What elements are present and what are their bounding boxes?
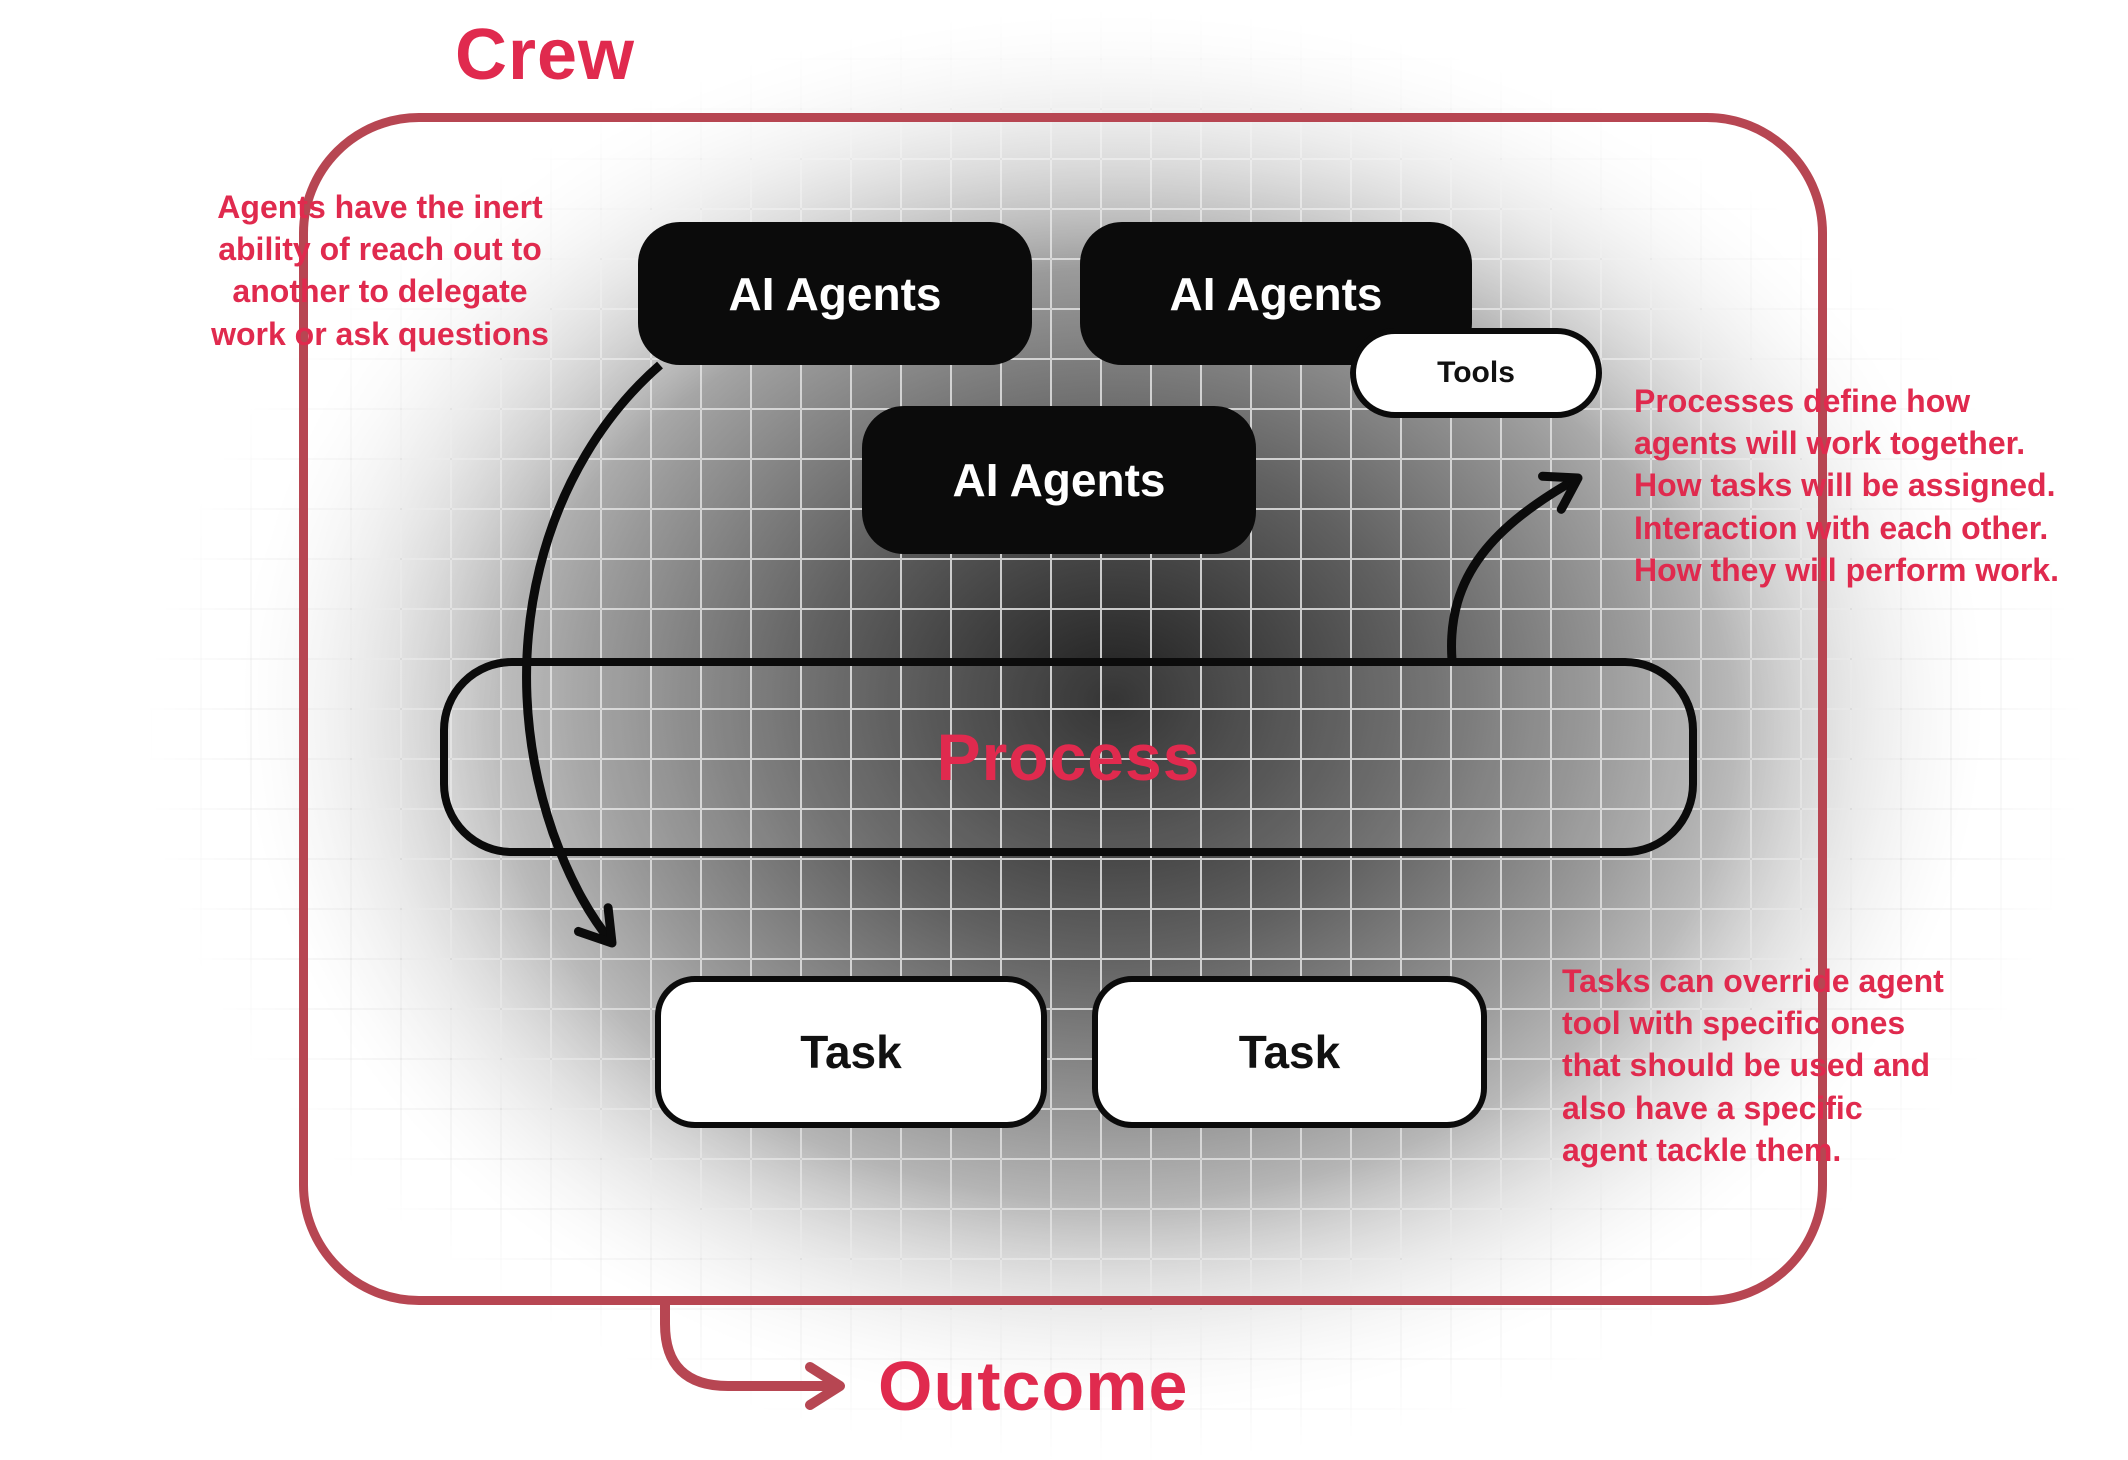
crew-title: Crew [455, 15, 636, 95]
annotation-line: How they will perform work. [1634, 551, 2059, 588]
annotation-line: another to delegate [232, 273, 528, 310]
annotation-line: How tasks will be assigned. [1634, 467, 2056, 504]
outcome-label: Outcome [878, 1347, 1189, 1425]
annotation-line: Interaction with each other. [1634, 509, 2049, 546]
annotation-task-override: Tasks can override agent tool with speci… [1562, 960, 2052, 1171]
annotation-line: Agents have the inert [217, 189, 543, 225]
annotation-line: work or ask questions [211, 315, 549, 352]
annotation-line: also have a specific [1562, 1089, 1863, 1126]
annotation-process-definition: Processes define how agents will work to… [1634, 380, 2128, 591]
node-process: Process [440, 658, 1697, 856]
node-task-1: Task [655, 976, 1047, 1128]
annotation-line: Processes define how [1634, 383, 1971, 419]
annotation-agent-delegation: Agents have the inert ability of reach o… [160, 186, 600, 355]
annotation-line: ability of reach out to [218, 231, 542, 268]
annotation-line: that should be used and [1562, 1047, 1931, 1084]
node-task-2: Task [1092, 976, 1487, 1128]
annotation-line: agent tackle them. [1562, 1131, 1842, 1168]
crew-boundary-frame [299, 113, 1827, 1305]
annotation-line: Tasks can override agent [1562, 963, 1944, 999]
annotation-line: tool with specific ones [1562, 1005, 1906, 1042]
annotation-line: agents will work together. [1634, 425, 2026, 462]
node-ai-agents-1: AI Agents [638, 222, 1032, 365]
node-tools-badge: Tools [1350, 328, 1602, 418]
node-ai-agents-3: AI Agents [862, 406, 1256, 554]
